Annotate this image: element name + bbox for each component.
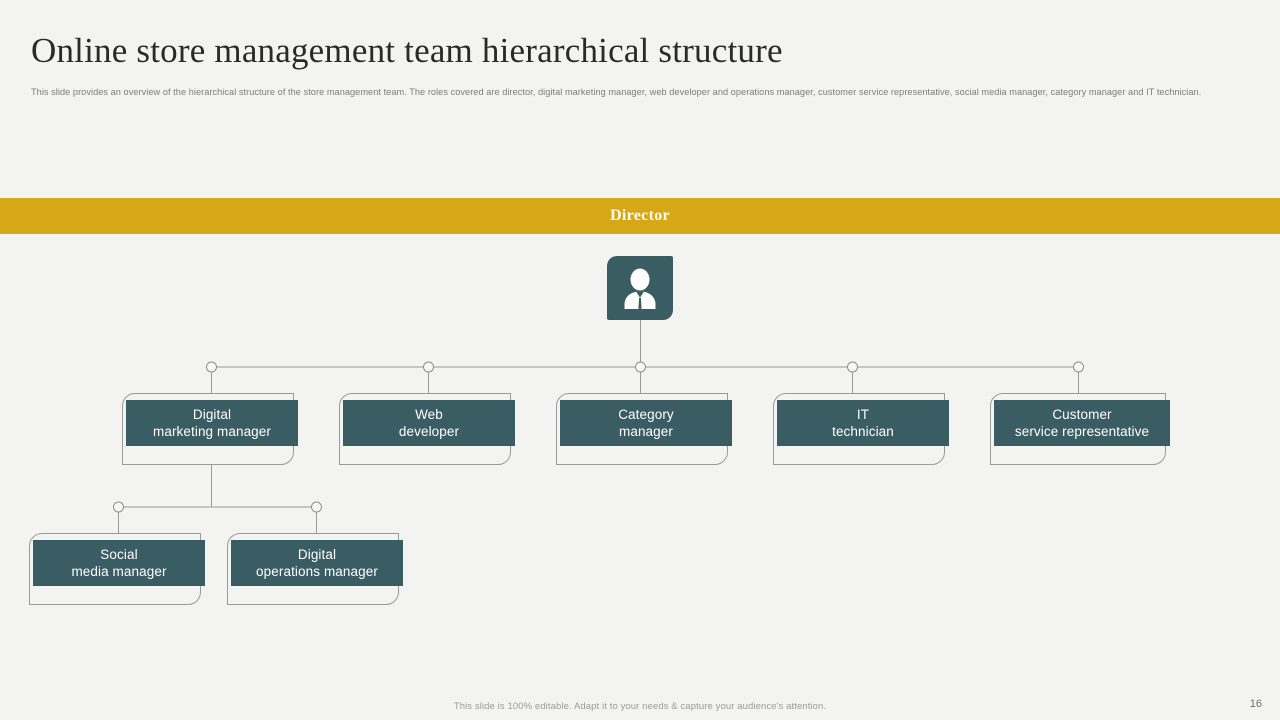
node-label: Social media manager — [71, 546, 167, 580]
connector-node-dot — [423, 361, 434, 373]
node-label: IT technician — [832, 406, 894, 440]
node-label: Customer service representative — [1014, 406, 1150, 440]
director-banner-label: Director — [610, 207, 670, 224]
page-subtitle: This slide provides an overview of the h… — [31, 87, 1202, 97]
node-fill: IT technician — [777, 400, 949, 446]
node-fill: Social media manager — [33, 540, 205, 586]
director-banner: Director — [0, 198, 1280, 234]
node-label: Category manager — [618, 406, 674, 440]
org-node-it-technician[interactable]: IT technician — [773, 393, 949, 465]
connector-node-dot — [206, 361, 217, 373]
node-label: Web developer — [398, 406, 460, 440]
node-fill: Customer service representative — [994, 400, 1170, 446]
org-node-social-media-manager[interactable]: Social media manager — [29, 533, 205, 605]
node-fill: Digital marketing manager — [126, 400, 298, 446]
node-label: Digital operations manager — [256, 546, 378, 580]
org-node-digital-marketing-manager[interactable]: Digital marketing manager — [122, 393, 298, 465]
org-node-customer-service-representative[interactable]: Customer service representative — [990, 393, 1170, 465]
org-chart: Digital marketing manager Web developer … — [0, 234, 1280, 654]
connector-node-dot — [311, 501, 322, 513]
page-number: 16 — [1249, 698, 1262, 710]
node-fill: Category manager — [560, 400, 732, 446]
connector-node-dot — [1073, 361, 1084, 373]
org-node-web-developer[interactable]: Web developer — [339, 393, 515, 465]
node-fill: Web developer — [343, 400, 515, 446]
org-node-digital-operations-manager[interactable]: Digital operations manager — [227, 533, 403, 605]
connector-node-dot — [847, 361, 858, 373]
connector-node-dot — [113, 501, 124, 513]
person-avatar-icon — [620, 267, 660, 309]
node-fill: Digital operations manager — [231, 540, 403, 586]
connector-node-dot — [635, 361, 646, 373]
org-node-category-manager[interactable]: Category manager — [556, 393, 732, 465]
director-avatar-node[interactable] — [607, 256, 673, 320]
node-label: Digital marketing manager — [152, 406, 271, 440]
footer-note: This slide is 100% editable. Adapt it to… — [453, 701, 827, 712]
page-title: Online store management team hierarchica… — [31, 31, 783, 70]
